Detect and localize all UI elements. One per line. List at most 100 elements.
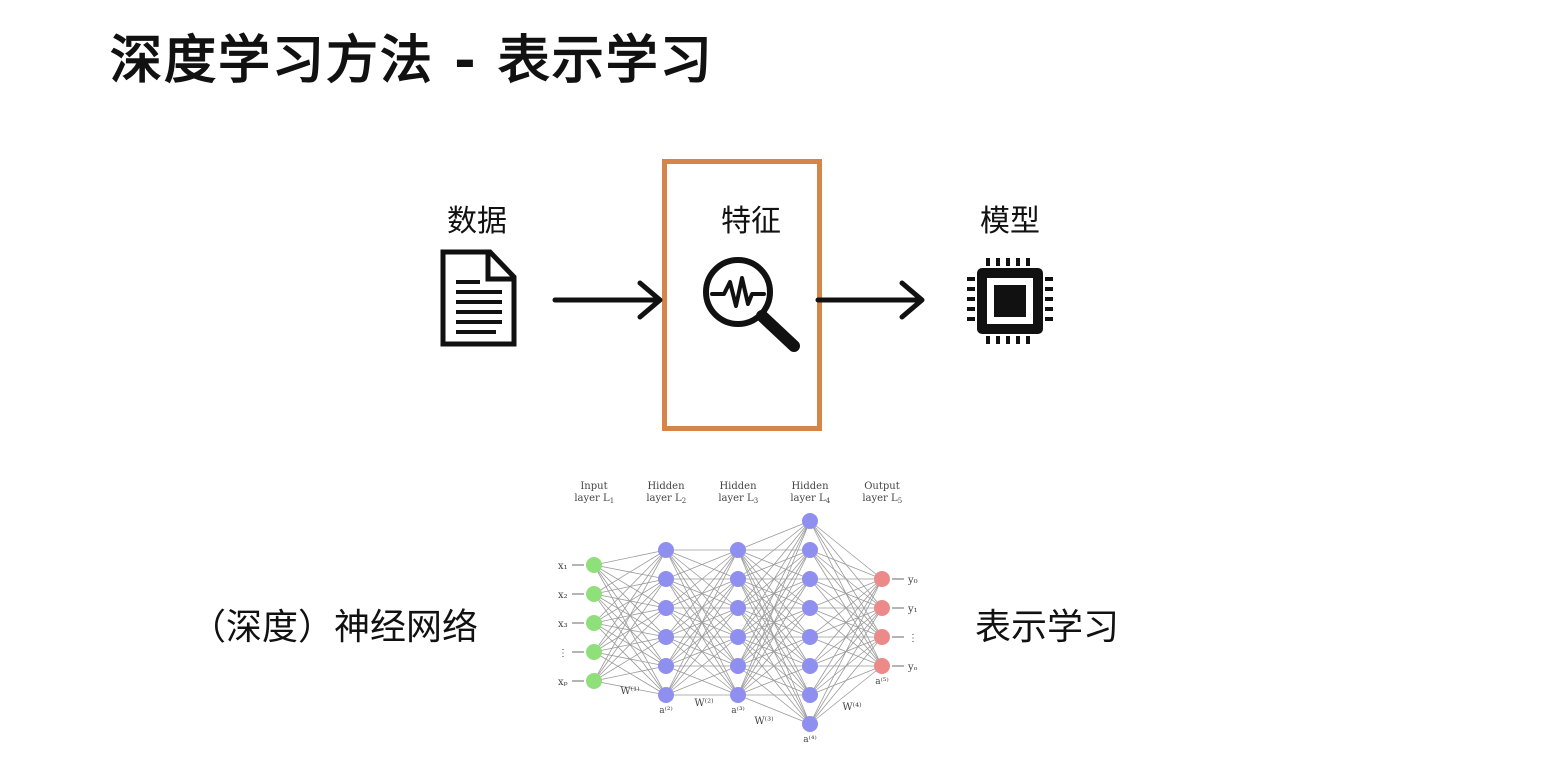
layer-name-line1: Output xyxy=(864,481,900,492)
layer-subscript: 2 xyxy=(682,497,686,505)
nn-edge xyxy=(737,520,811,667)
nn-edge xyxy=(593,607,667,682)
layer-name-line1: Hidden xyxy=(647,481,685,492)
nn-edge xyxy=(665,549,739,609)
nn-edge xyxy=(809,636,883,725)
layer-subscript: 3 xyxy=(754,497,758,505)
data-label: 数据 xyxy=(447,204,507,239)
layer-subscript: 1 xyxy=(610,497,614,505)
output-label: y₁ xyxy=(907,604,918,615)
nn-node xyxy=(586,615,602,631)
nn-node xyxy=(802,571,818,587)
nn-edge xyxy=(809,665,883,725)
nn-edge xyxy=(809,520,883,580)
weight-label: W⁽¹⁾ xyxy=(620,686,639,697)
nn-edge xyxy=(809,607,883,725)
feature-label: 特征 xyxy=(721,204,781,239)
weight-label: W⁽⁴⁾ xyxy=(842,702,861,713)
nn-edge xyxy=(665,549,739,667)
nn-node xyxy=(586,586,602,602)
nn-edge xyxy=(737,520,811,551)
nn-edge xyxy=(737,636,811,696)
nn-node xyxy=(874,600,890,616)
nn-node xyxy=(874,571,890,587)
input-label: xₚ xyxy=(558,677,568,688)
chip-icon xyxy=(967,258,1053,344)
nn-node xyxy=(586,644,602,660)
nn-node xyxy=(730,629,746,645)
feature-highlight-box xyxy=(662,159,822,431)
nn-node xyxy=(802,687,818,703)
layer-name-line2: layer L xyxy=(790,493,826,504)
activation-label: a⁽⁴⁾ xyxy=(803,734,816,745)
nn-edge xyxy=(737,694,811,725)
nn-edge xyxy=(737,665,811,696)
nn-node xyxy=(730,600,746,616)
nn-node xyxy=(730,658,746,674)
nn-node xyxy=(586,557,602,573)
nn-edge xyxy=(737,549,811,696)
nn-node xyxy=(874,658,890,674)
nn-node xyxy=(658,571,674,587)
nn-node xyxy=(802,600,818,616)
nn-node xyxy=(730,542,746,558)
nn-edge xyxy=(809,578,883,725)
input-label: x₁ xyxy=(558,561,568,572)
nn-edge xyxy=(593,549,667,595)
nn-edge xyxy=(737,520,811,638)
nn-edge xyxy=(593,665,667,682)
layer-subscript: 5 xyxy=(898,497,902,505)
nn-edge xyxy=(665,549,739,638)
nn-edge xyxy=(665,665,739,696)
nn-edge xyxy=(809,549,883,580)
arrow-right-icon xyxy=(552,280,663,320)
layer-name-line2: layer L xyxy=(718,493,754,504)
nn-node xyxy=(802,658,818,674)
input-label: x₂ xyxy=(558,590,568,601)
nn-node xyxy=(658,629,674,645)
page-title: 深度学习方法 - 表示学习 xyxy=(110,31,714,91)
nn-edge xyxy=(665,549,739,580)
nn-edge xyxy=(809,578,883,696)
nn-edge xyxy=(809,578,883,638)
nn-node xyxy=(874,629,890,645)
nn-edge xyxy=(593,680,667,696)
nn-edge xyxy=(737,520,811,580)
document-icon xyxy=(440,249,517,347)
nn-edge xyxy=(593,636,667,682)
layer-name-line2: layer L xyxy=(862,493,898,504)
nn-node xyxy=(802,542,818,558)
layer-name-line1: Hidden xyxy=(791,481,829,492)
nn-edge xyxy=(737,607,811,696)
nn-edge xyxy=(593,549,667,682)
nn-edge xyxy=(665,636,739,696)
weight-label: W⁽²⁾ xyxy=(694,698,713,709)
model-label: 模型 xyxy=(980,204,1040,239)
layer-name-line2: layer L xyxy=(646,493,682,504)
nn-node xyxy=(658,687,674,703)
nn-node xyxy=(802,629,818,645)
nn-edge xyxy=(737,520,811,609)
activation-label: a⁽⁵⁾ xyxy=(875,676,888,687)
nn-node xyxy=(730,571,746,587)
representation-learning-label: 表示学习 xyxy=(975,607,1120,648)
nn-node xyxy=(802,716,818,732)
nn-edge xyxy=(593,549,667,566)
activation-label: a⁽³⁾ xyxy=(731,705,744,716)
nn-edge xyxy=(593,549,667,624)
magnifier-waveform-icon xyxy=(703,257,800,352)
output-label: y₀ xyxy=(907,575,918,586)
layer-name-line2: layer L xyxy=(574,493,610,504)
input-label: x₃ xyxy=(558,619,568,630)
input-label: ⋮ xyxy=(558,648,568,659)
neural-network-label: （深度）神经网络 xyxy=(190,607,479,648)
output-label: yₒ xyxy=(907,662,918,673)
nn-node xyxy=(730,687,746,703)
nn-node xyxy=(658,600,674,616)
nn-edge xyxy=(593,549,667,653)
nn-edge xyxy=(665,549,739,696)
output-label: ⋮ xyxy=(908,633,918,644)
nn-node xyxy=(658,658,674,674)
nn-edge xyxy=(593,578,667,682)
